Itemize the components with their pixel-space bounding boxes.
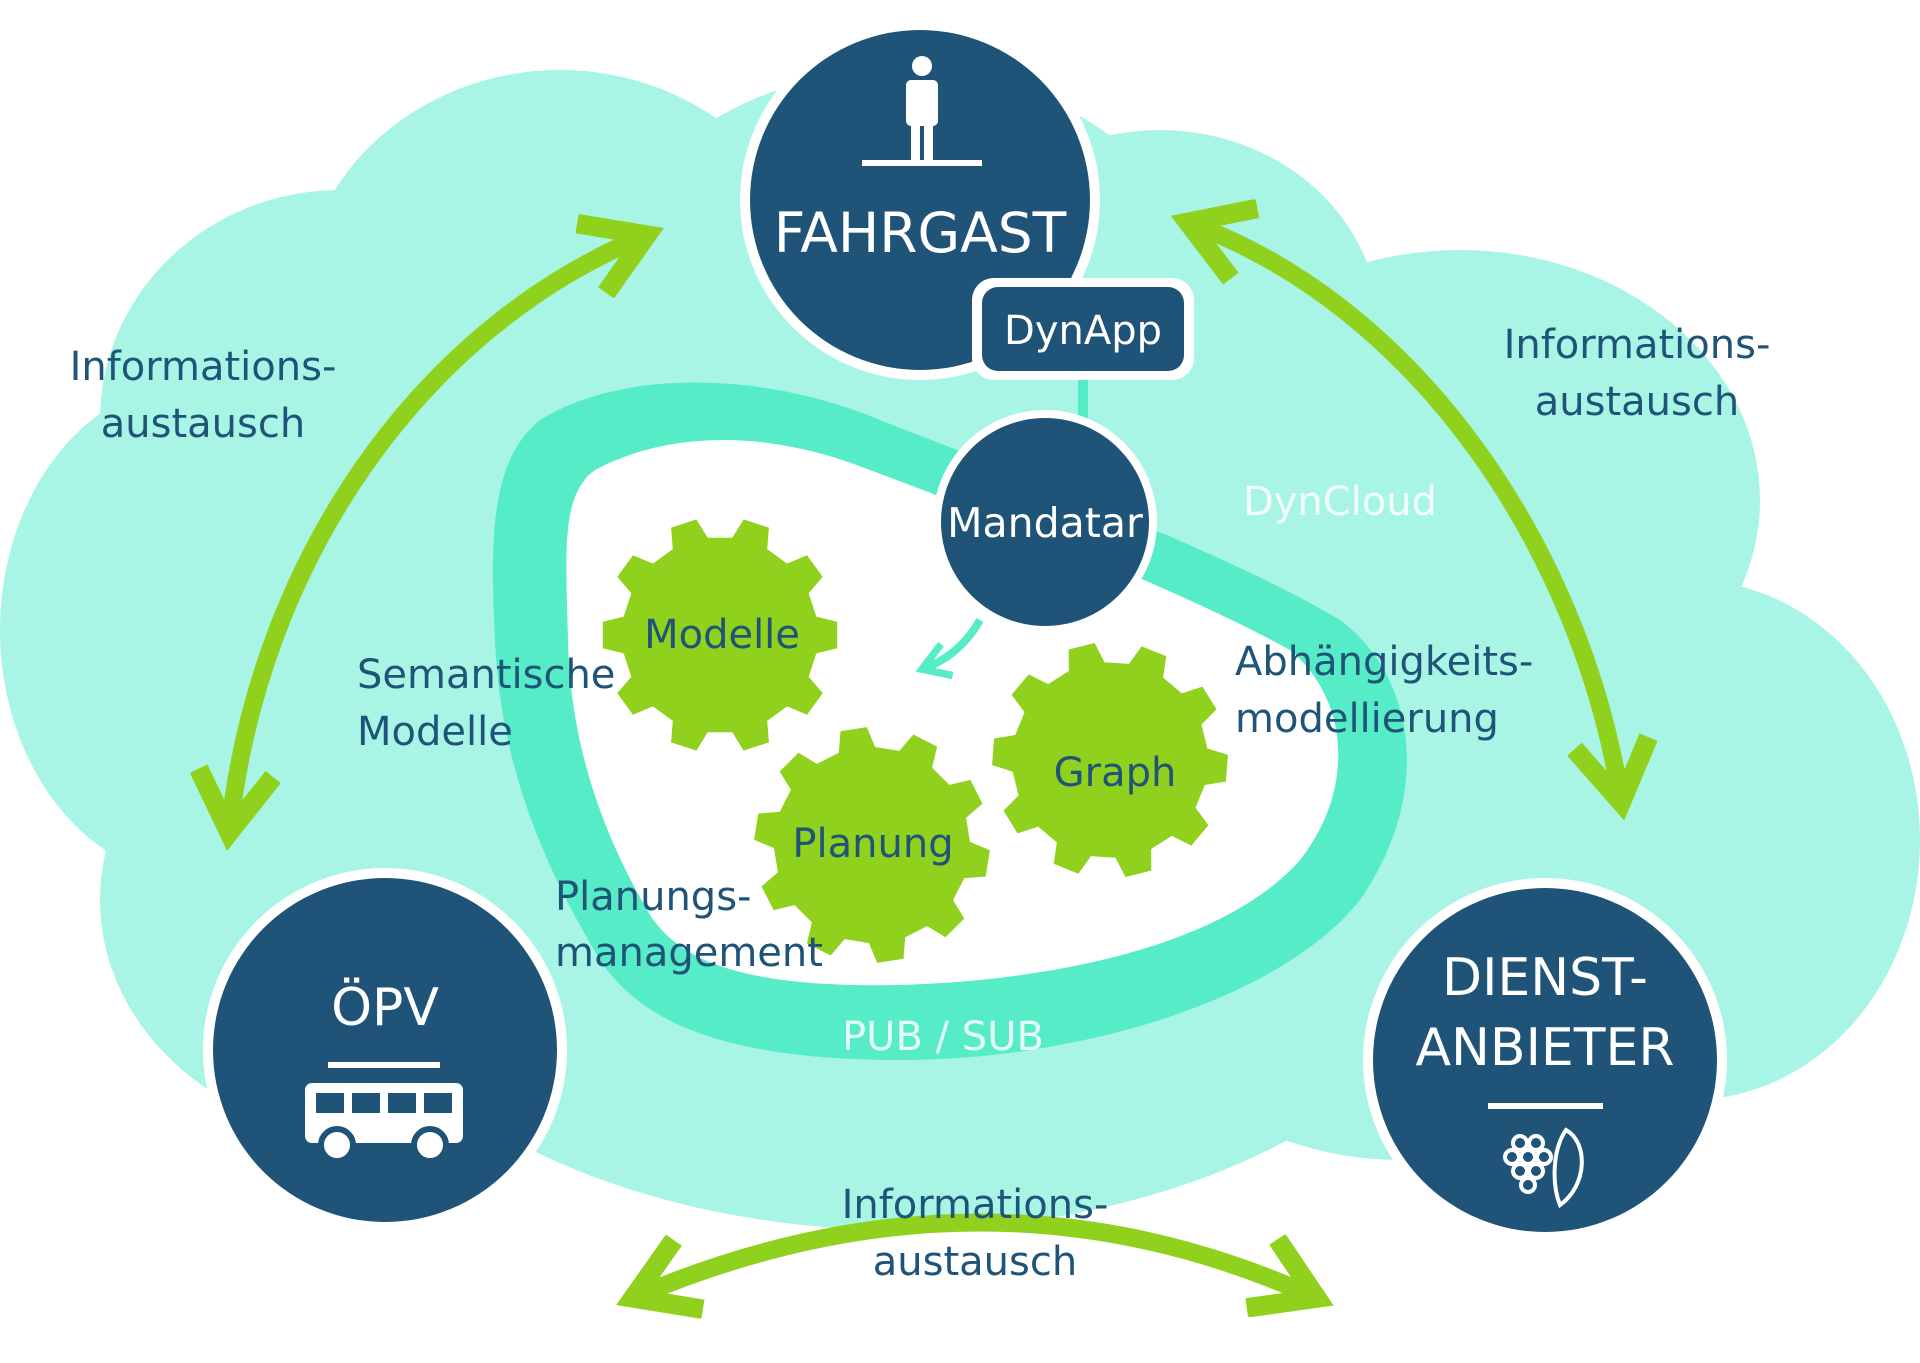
fahrgast-title: FAHRGAST xyxy=(774,201,1067,265)
planungs-1: Planungs- xyxy=(555,874,751,920)
dienstanbieter-node: DIENST- ANBIETER xyxy=(1363,878,1727,1242)
opv-node: ÖPV xyxy=(203,868,567,1232)
exchange-bottom-2: austausch xyxy=(873,1239,1077,1285)
dienstanbieter-title-2: ANBIETER xyxy=(1415,1018,1674,1078)
dynapp-label: DynApp xyxy=(1004,308,1162,354)
gear-graph-label: Graph xyxy=(1054,750,1177,796)
gear-planung-label: Planung xyxy=(792,821,953,867)
bus-icon xyxy=(305,1083,463,1164)
exchange-arrow-left xyxy=(230,238,640,825)
dienstanbieter-title-1: DIENST- xyxy=(1442,948,1648,1008)
pubsub-label: PUB / SUB xyxy=(842,1014,1044,1060)
mandatar-label: Mandatar xyxy=(947,499,1143,547)
mandatar-arrow xyxy=(915,617,984,680)
dynapp-badge: DynApp xyxy=(972,278,1194,380)
exchange-right-2: austausch xyxy=(1535,379,1739,425)
semantische-modelle-2: Modelle xyxy=(357,709,513,755)
mandatar-node: Mandatar xyxy=(933,410,1157,634)
exchange-right-1: Informations- xyxy=(1504,322,1771,368)
abhaengigkeit-1: Abhängigkeits- xyxy=(1235,639,1533,685)
grapes-pepper-icon xyxy=(1503,1127,1584,1209)
semantische-modelle-1: Semantische xyxy=(357,652,615,698)
opv-title: ÖPV xyxy=(331,977,439,1038)
gear-planung xyxy=(754,727,990,963)
dyncloud-label: DynCloud xyxy=(1243,479,1437,525)
exchange-arrow-bottom xyxy=(640,1213,1310,1296)
person-icon xyxy=(862,56,982,166)
exchange-bottom-1: Informations- xyxy=(842,1182,1109,1228)
exchange-left-2: austausch xyxy=(101,401,305,447)
abhaengigkeit-2: modellierung xyxy=(1235,696,1499,742)
planungs-2: management xyxy=(555,930,823,976)
gear-graph xyxy=(992,643,1228,877)
gear-modelle-label: Modelle xyxy=(644,612,800,658)
exchange-left-1: Informations- xyxy=(70,344,337,390)
exchange-arrow-right xyxy=(1195,225,1620,795)
